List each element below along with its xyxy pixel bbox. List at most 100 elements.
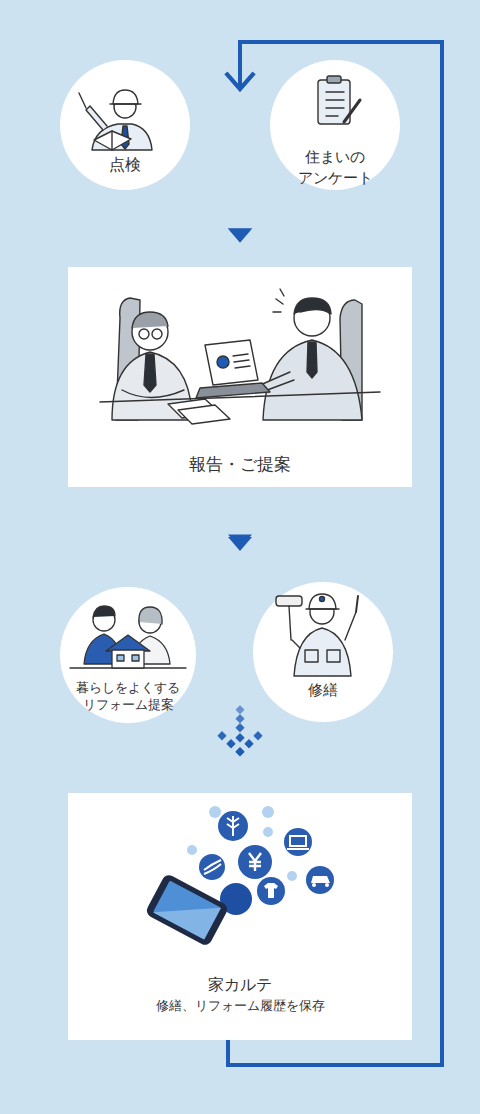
meeting-illustration-part (132, 314, 168, 350)
flow-connector (217, 705, 262, 756)
step-note: 修繕、リフォーム履歴を保存 (80, 997, 400, 1016)
meeting-illustration-part (122, 390, 184, 398)
flow-connector (228, 535, 252, 549)
dot-marker (244, 739, 253, 748)
home-record-illustration-part (238, 845, 272, 879)
dot-marker (235, 747, 244, 756)
inspector-illustration-part (114, 96, 136, 118)
inspector-illustration (79, 90, 152, 150)
meeting-illustration-part (139, 329, 149, 339)
couple-house-illustration-part (93, 609, 115, 631)
home-record-illustration-part (311, 876, 330, 883)
flow-connector (217, 705, 262, 756)
meeting-illustration-part (217, 356, 229, 368)
text-wrap: 暮らしをよくする リフォーム提案 (60, 679, 196, 713)
step-label: 家カルテ (80, 975, 400, 995)
triangle-arrow (228, 229, 252, 243)
home-record-illustration-part (227, 816, 239, 836)
step-circle: 点検 (60, 60, 190, 190)
flow-connector (228, 229, 252, 243)
inspector-illustration-part (86, 106, 107, 130)
step-circle: 暮らしをよくする リフォーム提案 (60, 587, 196, 723)
home-record-illustration-part-part (153, 880, 221, 939)
couple-house-illustration-part (117, 655, 124, 661)
step-box: 家カルテ修繕、リフォーム履歴を保存 (68, 793, 412, 1040)
couple-house-illustration-part (70, 667, 186, 668)
home-record-illustration-part (263, 827, 273, 837)
painter-illustration-part (356, 596, 358, 612)
painter-illustration-part (289, 606, 291, 640)
meeting-illustration-part (205, 340, 258, 385)
dot-marker (235, 723, 244, 732)
home-record-illustration-part-part (153, 880, 221, 939)
clipboard-illustration-part (344, 100, 360, 122)
home-record-illustration-part (262, 806, 274, 818)
home-record-illustration-part (144, 873, 229, 947)
dot-marker (235, 714, 244, 723)
home-record-illustration-part (287, 871, 297, 881)
painter-illustration-part (310, 600, 334, 624)
dot-marker (235, 733, 244, 742)
text-wrap: 点検 (60, 155, 190, 175)
inspector-illustration-part (92, 124, 152, 150)
meeting-illustration-part (233, 354, 250, 368)
painter-illustration-part (309, 594, 336, 609)
clipboard-illustration-part (327, 76, 341, 83)
inspector-illustration-part (110, 103, 141, 104)
home-record-illustration-part-part (144, 873, 229, 947)
step-label: 報告・ご提案 (80, 453, 400, 475)
circle-fill (270, 60, 400, 190)
inspector-illustration-part (113, 90, 138, 104)
circle-fill (60, 587, 196, 723)
inspector-illustration-part (94, 131, 131, 150)
inspector-illustration-part (121, 126, 129, 149)
painter-illustration (276, 594, 358, 676)
step-label: 修繕 (268, 680, 378, 700)
text-wrap: 住まいの アンケート (270, 147, 400, 189)
dot-marker (235, 714, 244, 723)
couple-house-illustration-part (106, 635, 150, 651)
dot-marker (235, 747, 244, 756)
home-record-illustration-part (204, 860, 221, 874)
step-label: 点検 (70, 155, 180, 175)
home-record-illustration-part (218, 811, 248, 841)
couple-house-illustration-part (139, 607, 162, 624)
text-wrap: 修繕 (253, 680, 393, 700)
dot-marker (253, 731, 262, 740)
flow-connector (228, 229, 252, 243)
couple-house-illustration-part (112, 650, 144, 668)
dot-marker (253, 731, 262, 740)
meeting-illustration-part (294, 298, 331, 314)
couple-house-illustration-part (139, 611, 161, 633)
meeting-illustration-part (294, 300, 330, 336)
couple-house-illustration-part (132, 655, 139, 661)
dot-marker (235, 705, 244, 714)
meeting-illustration-part (132, 312, 168, 328)
home-record-illustration-part (284, 828, 312, 856)
home-record-illustration-part (187, 845, 197, 855)
dot-marker (235, 705, 244, 714)
couple-house-illustration-part (93, 606, 115, 617)
dot-marker (217, 731, 226, 740)
dot-marker (226, 739, 235, 748)
triangle-arrow (228, 535, 252, 549)
meeting-illustration-part (116, 298, 140, 420)
meeting-illustration-part (263, 340, 362, 420)
painter-illustration-part (292, 640, 300, 648)
step-label: 暮らしをよくする リフォーム提案 (67, 679, 189, 713)
home-record-illustration-part (249, 853, 261, 871)
home-record-illustration-part (220, 883, 252, 915)
home-record-illustration-part (287, 836, 309, 849)
dot-marker (235, 723, 244, 732)
inspector-illustration-part (111, 131, 112, 150)
meeting-illustration-part (152, 329, 162, 339)
meeting-illustration-part (112, 352, 192, 420)
home-record-illustration (144, 806, 334, 947)
couple-house-illustration-part (132, 636, 170, 664)
couple-house-illustration (70, 606, 186, 668)
home-record-illustration-part (264, 883, 278, 898)
meeting-illustration-part (307, 342, 317, 378)
triangle-arrow (228, 229, 252, 243)
